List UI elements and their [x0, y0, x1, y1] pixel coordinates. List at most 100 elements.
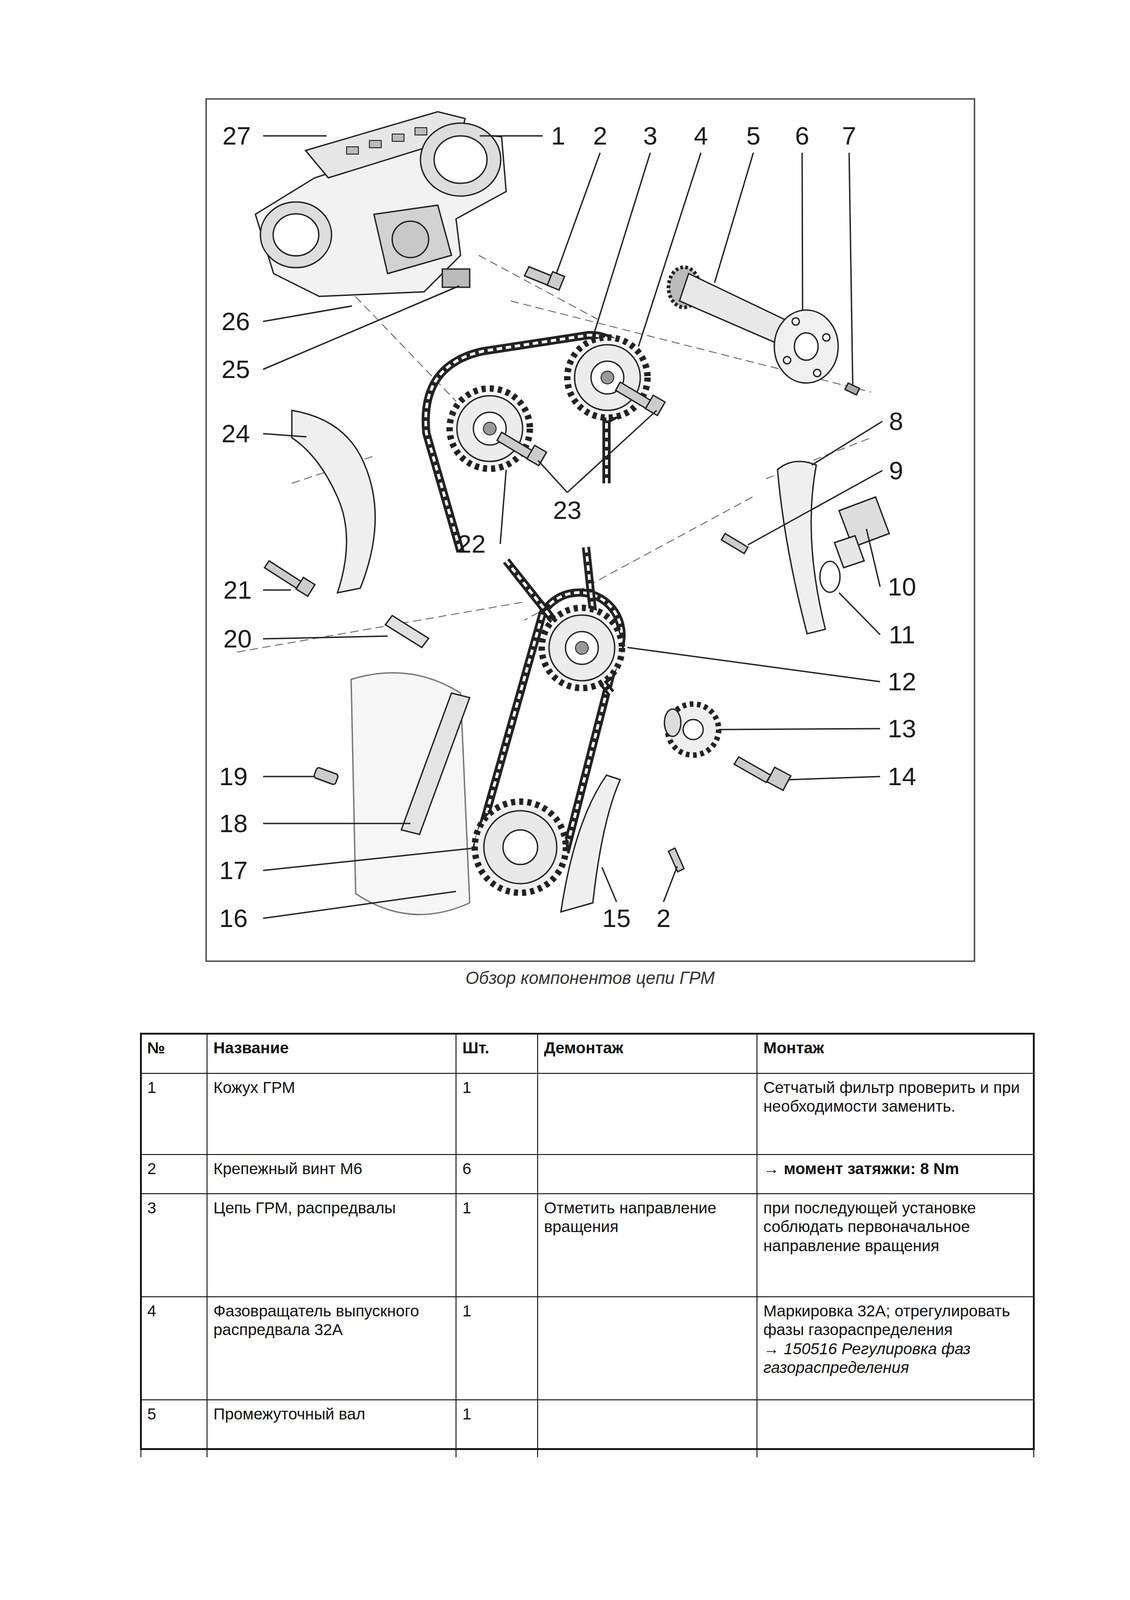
table-text: 2: [147, 1159, 201, 1178]
timing-cover: [255, 111, 507, 297]
table-text: Кожух ГРМ: [213, 1078, 450, 1097]
callout-number: 7: [841, 123, 856, 149]
table-cell: Фазовращатель выпускного распредвала 32A: [207, 1296, 457, 1344]
table-text: Цепь ГРМ, распредвалы: [213, 1198, 450, 1218]
table-cell: 5: [140, 1399, 208, 1428]
table-cell: → момент затяжки: 8 Nm: [756, 1154, 1034, 1183]
table-text: Маркировка 32A; отрегулировать фазы газо…: [763, 1301, 1028, 1340]
guide-bolts: [264, 560, 429, 648]
table-text: при последующей установке соблюдать перв…: [763, 1198, 1028, 1255]
table-text: Промежуточный вал: [213, 1404, 450, 1424]
crank-sprocket: [474, 801, 566, 893]
phaser-exhaust: [567, 337, 648, 418]
table-cell: 2: [140, 1154, 208, 1183]
callout-number: 26: [221, 308, 250, 335]
bolt: [524, 266, 565, 291]
table-cell: №: [140, 1033, 208, 1062]
callout-number: 23: [553, 497, 582, 524]
callout-number: 9: [888, 457, 903, 484]
callout-number: 21: [223, 577, 252, 603]
callout-number: 11: [888, 622, 916, 648]
callout-number: 27: [222, 123, 251, 149]
callout-number: 3: [642, 123, 658, 149]
callout-number: 19: [219, 763, 248, 790]
column-header: Монтаж: [763, 1038, 1028, 1058]
callout-number: 22: [457, 531, 486, 557]
assembly-guides: [237, 255, 871, 653]
column-header: Шт.: [462, 1038, 532, 1058]
callout-number: 20: [223, 626, 252, 652]
table-cell: Цепь ГРМ, распредвалы: [207, 1193, 457, 1222]
table-cell: Сетчатый фильтр проверить и при необходи…: [756, 1073, 1034, 1121]
oil-pump-drive: [313, 672, 470, 915]
tensioner: [721, 497, 890, 593]
central-bolts: [497, 382, 665, 466]
table-text: → 150516 Регулировка фаз газораспределен…: [763, 1339, 1028, 1378]
intermediate-sprocket: [541, 607, 623, 689]
callout-number: 4: [693, 123, 708, 149]
guide-rail: [291, 410, 376, 593]
table-cell: Название: [207, 1033, 457, 1062]
table-cell: при последующей установке соблюдать перв…: [756, 1193, 1034, 1260]
table-text: 1: [462, 1078, 532, 1097]
table-text: Сетчатый фильтр проверить и при необходи…: [763, 1078, 1028, 1116]
table-text: 1: [462, 1301, 532, 1321]
column-header: №: [147, 1038, 201, 1058]
table-cell: Отметить направление вращения: [537, 1193, 757, 1241]
callout-number: 2: [656, 905, 671, 932]
table-cell: Кожух ГРМ: [207, 1073, 457, 1102]
table-cell: 1: [456, 1296, 538, 1325]
callout-number: 2: [592, 123, 607, 149]
table-cell: 1: [140, 1073, 208, 1102]
table-text: 3: [147, 1198, 201, 1218]
table-cell: 4: [140, 1296, 208, 1325]
callout-number: 16: [219, 905, 248, 932]
callout-number: 1: [550, 123, 565, 149]
table-text: 1: [462, 1198, 532, 1218]
column-header: Демонтаж: [544, 1038, 751, 1058]
callout-number: 25: [221, 356, 250, 383]
table-text: 1: [462, 1404, 532, 1424]
balance-sprocket: [664, 704, 791, 791]
callout-number: 17: [219, 857, 248, 884]
phaser-intake: [449, 388, 530, 469]
intermediate-shaft: [668, 267, 860, 395]
table-cell: 1: [456, 1193, 538, 1222]
table-cell: Маркировка 32A; отрегулировать фазы газо…: [756, 1296, 1034, 1382]
callout-number: 10: [887, 574, 917, 600]
table-text: 5: [147, 1404, 201, 1424]
table-text: Крепежный винт M6: [213, 1159, 450, 1178]
table-text: 6: [462, 1159, 532, 1178]
table-cell: 1: [456, 1399, 538, 1428]
table-cell: 6: [456, 1154, 538, 1183]
figure-frame: [206, 98, 975, 962]
lower-guide: [560, 775, 685, 913]
leader-lines: [263, 135, 883, 919]
table-text: Фазовращатель выпускного распредвала 32A: [213, 1301, 450, 1340]
table-text: Отметить направление вращения: [544, 1198, 751, 1237]
table-cell: Монтаж: [756, 1033, 1034, 1062]
table-text: → момент затяжки: 8 Nm: [763, 1159, 1028, 1178]
column-header: Название: [213, 1038, 450, 1058]
table-cell: Промежуточный вал: [207, 1399, 457, 1428]
callout-number: 12: [887, 668, 917, 695]
callout-number: 14: [887, 763, 917, 790]
callout-number: 18: [219, 810, 248, 837]
callout-number: 13: [887, 715, 917, 742]
table-grid: [140, 1033, 1034, 1458]
figure-caption: Обзор компонентов цепи ГРМ: [465, 968, 716, 989]
table-text: 4: [147, 1301, 201, 1321]
table-cell: 3: [140, 1193, 208, 1222]
table-cell: Демонтаж: [537, 1033, 757, 1062]
callout-number: 5: [746, 123, 761, 149]
tensioner-rail: [777, 461, 826, 634]
table-cell: 1: [456, 1073, 538, 1102]
callout-number: 15: [602, 905, 631, 932]
callout-number: 8: [888, 408, 903, 435]
table-cell: Шт.: [456, 1033, 538, 1062]
table-text: 1: [147, 1078, 201, 1097]
callout-number: 24: [221, 420, 250, 447]
callout-number: 6: [794, 123, 809, 149]
table-cell: Крепежный винт M6: [207, 1154, 457, 1183]
